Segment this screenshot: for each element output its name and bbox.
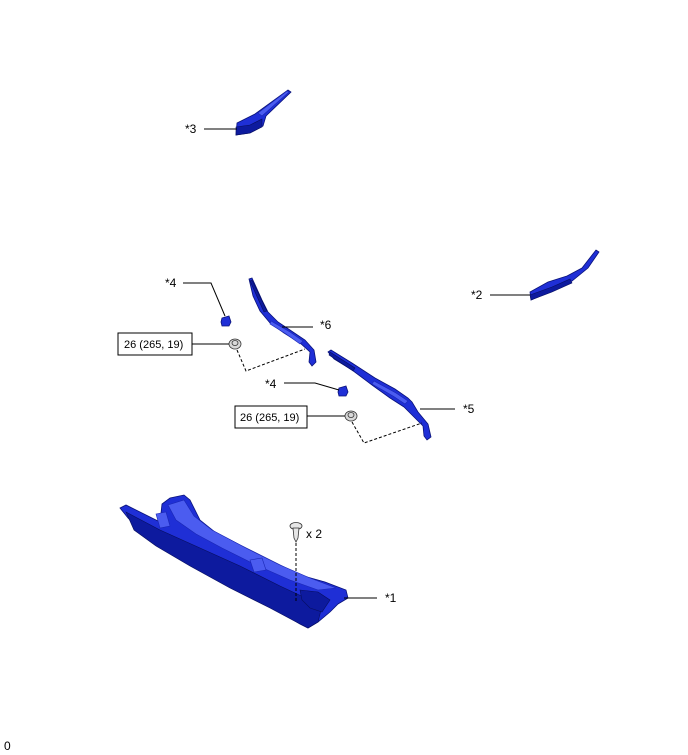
callout-5: *5 xyxy=(463,402,475,416)
torque-value-upper: 26 (265, 19) xyxy=(124,339,183,351)
nut-lower xyxy=(344,410,358,422)
callout-4-lower: *4 xyxy=(265,377,277,391)
clip-fastener xyxy=(289,522,303,543)
cap-4-lower xyxy=(337,385,349,397)
leader-4-upper xyxy=(183,282,226,317)
part-3-bracket xyxy=(235,89,292,136)
part-6-wiper-arm xyxy=(248,277,317,367)
callout-2: *2 xyxy=(471,288,483,302)
dash-nut-upper xyxy=(236,348,306,372)
torque-box-lower xyxy=(234,405,308,429)
dash-nut-lower xyxy=(351,421,423,444)
clip-quantity: x 2 xyxy=(306,527,322,541)
callout-3: *3 xyxy=(185,122,197,136)
part-1-cowl-panel xyxy=(119,494,349,629)
part-2-arm xyxy=(529,249,600,301)
callout-6: *6 xyxy=(320,318,332,332)
corner-mark: 0 xyxy=(4,739,11,753)
callout-1: *1 xyxy=(385,591,397,605)
torque-value-lower: 26 (265, 19) xyxy=(240,412,299,424)
cap-4-upper xyxy=(220,315,232,327)
leader-4-lower xyxy=(284,382,340,391)
nut-upper xyxy=(228,338,242,350)
part-5-wiper-arm xyxy=(327,349,432,441)
callout-4-upper: *4 xyxy=(165,276,177,290)
